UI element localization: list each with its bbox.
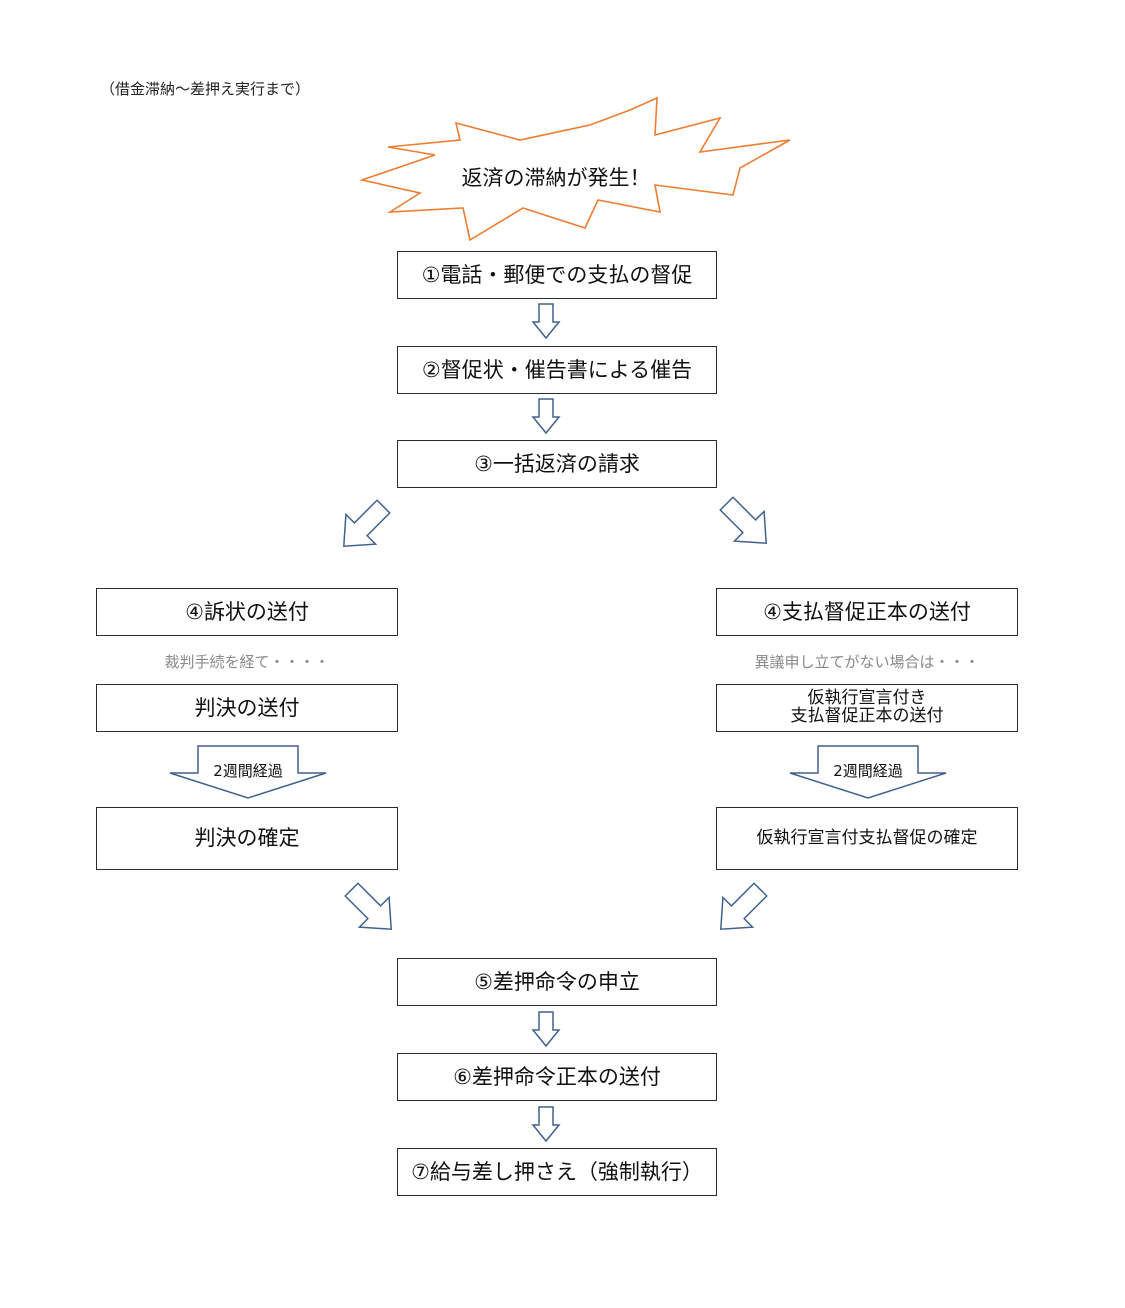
step-2-label: ②督促状・催告書による催告 <box>421 357 693 382</box>
step-6-box: ⑥差押命令正本の送付 <box>397 1053 717 1101</box>
provisional-final-label: 仮執行宣言付支払督促の確定 <box>756 827 978 848</box>
judgment-sent-box: 判決の送付 <box>96 684 398 732</box>
step-2-box: ②督促状・催告書による催告 <box>397 346 717 394</box>
right-step-4-label: ④支払督促正本の送付 <box>763 599 971 624</box>
left-note: 裁判手続を経て・・・・ <box>164 653 330 671</box>
step-3-box: ③一括返済の請求 <box>397 440 717 488</box>
judgment-final-box: 判決の確定 <box>96 807 398 870</box>
step-3-label: ③一括返済の請求 <box>474 451 640 476</box>
left-step-4-label: ④訴状の送付 <box>185 599 309 624</box>
provisional-final-box: 仮執行宣言付支払督促の確定 <box>716 807 1018 870</box>
diag-arrow-to-right-branch <box>719 496 768 545</box>
down-arrow-1 <box>531 303 561 340</box>
diagram-caption: （借金滞納〜差押え実行まで） <box>100 80 311 98</box>
down-arrow-6 <box>531 1106 561 1143</box>
step-1-box: ①電話・郵便での支払の督促 <box>397 251 717 299</box>
down-arrow-2 <box>531 398 561 435</box>
step-7-box: ⑦給与差し押さえ（強制執行） <box>397 1148 717 1196</box>
diag-arrow-right-to-center <box>719 882 768 931</box>
diag-arrow-to-left-branch <box>342 499 391 548</box>
diag-arrow-left-to-center <box>344 882 393 931</box>
step-1-label: ①電話・郵便での支払の督促 <box>421 262 693 287</box>
left-two-weeks-label: 2週間経過 <box>213 762 283 780</box>
provisional-order-line-1: 仮執行宣言付き <box>807 688 927 709</box>
starburst-shape <box>359 96 791 242</box>
right-step-4-box: ④支払督促正本の送付 <box>716 588 1018 636</box>
right-wide-down-arrow <box>789 745 947 799</box>
right-two-weeks-label: 2週間経過 <box>833 762 903 780</box>
step-5-label: ⑤差押命令の申立 <box>474 969 640 994</box>
right-note: 異議申し立てがない場合は・・・ <box>754 653 980 671</box>
step-5-box: ⑤差押命令の申立 <box>397 958 717 1006</box>
down-arrow-5 <box>531 1011 561 1048</box>
judgment-final-label: 判決の確定 <box>194 826 300 851</box>
left-step-4-box: ④訴状の送付 <box>96 588 398 636</box>
step-7-label: ⑦給与差し押さえ（強制執行） <box>411 1159 703 1184</box>
judgment-sent-label: 判決の送付 <box>194 695 300 720</box>
starburst-label: 返済の滞納が発生！ <box>461 166 651 190</box>
provisional-order-line-2: 支払督促正本の送付 <box>790 706 944 726</box>
provisional-order-box: 仮執行宣言付き 支払督促正本の送付 <box>716 684 1018 732</box>
left-wide-down-arrow <box>169 745 327 799</box>
step-6-label: ⑥差押命令正本の送付 <box>453 1064 661 1089</box>
